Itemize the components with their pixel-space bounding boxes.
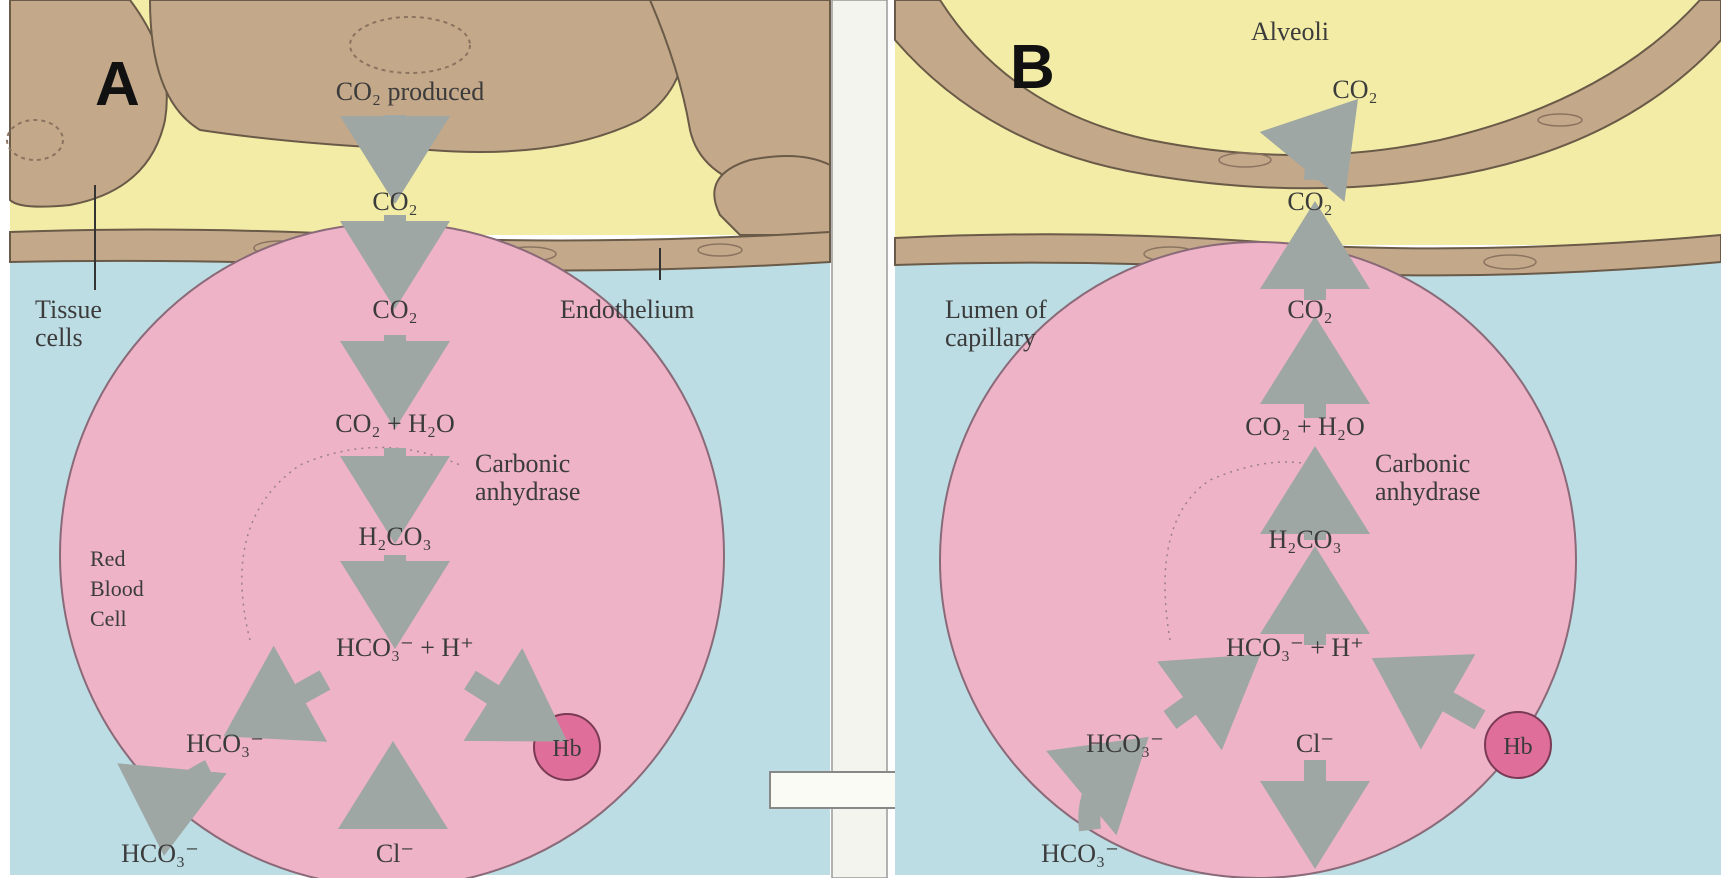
co2-alveolus-label: CO₂ bbox=[1332, 75, 1377, 104]
reaction-co2-h2o: CO₂ + H₂O bbox=[1245, 412, 1364, 441]
rbc-label: Cell bbox=[90, 606, 127, 631]
h2co3-label: H₂CO₃ bbox=[358, 522, 431, 551]
endothelium-label: Endothelium bbox=[560, 295, 694, 324]
co2-wall-label: CO₂ bbox=[1287, 187, 1332, 216]
co2-lumen-label: CO₂ bbox=[372, 295, 417, 324]
carbonic-anhydrase-label: Carbonic bbox=[475, 449, 570, 478]
alveoli-label: Alveoli bbox=[1251, 17, 1329, 46]
cl-out-label: Cl⁻ bbox=[376, 839, 414, 868]
lumen-label: Lumen of bbox=[945, 295, 1047, 324]
panel-b: B Alveoli CO₂ CO₂ Lumen of capillary CO₂… bbox=[895, 0, 1721, 878]
hb-label: Hb bbox=[1503, 734, 1532, 760]
hb-label: Hb bbox=[552, 736, 581, 762]
tissue-cells-label: Tissue bbox=[35, 295, 102, 324]
rbc-label: Red bbox=[90, 546, 125, 571]
panel-a: A CO₂ produced CO₂ Tissue cells CO₂ Endo… bbox=[7, 0, 830, 878]
carbonic-anhydrase-label: anhydrase bbox=[1375, 477, 1480, 506]
panel-label-b: B bbox=[1010, 33, 1055, 102]
carbonic-anhydrase-label: anhydrase bbox=[475, 477, 580, 506]
panel-label-a: A bbox=[95, 50, 140, 119]
h2co3-label: H₂CO₃ bbox=[1268, 525, 1341, 554]
cl-in-cell-label: Cl⁻ bbox=[1296, 729, 1334, 758]
tissue-cells-label: cells bbox=[35, 323, 83, 352]
panel-divider bbox=[832, 0, 887, 878]
co2-lumen-label: CO₂ bbox=[1287, 295, 1332, 324]
hco3-out-label: HCO₃⁻ bbox=[1041, 839, 1119, 868]
reaction-co2-h2o: CO₂ + H₂O bbox=[335, 409, 454, 438]
hco3-in-cell-label: HCO₃⁻ bbox=[1086, 729, 1164, 758]
co2-produced-label: CO₂ produced bbox=[336, 77, 484, 106]
hco3-in-cell-label: HCO₃⁻ bbox=[186, 729, 264, 758]
lumen-label: capillary bbox=[945, 323, 1036, 352]
hco3-h-label: HCO₃⁻ + H⁺ bbox=[1226, 633, 1364, 662]
hco3-h-label: HCO₃⁻ + H⁺ bbox=[336, 633, 474, 662]
carbonic-anhydrase-label: Carbonic bbox=[1375, 449, 1470, 478]
rbc-label: Blood bbox=[90, 576, 144, 601]
hco3-out-label: HCO₃⁻ bbox=[121, 839, 199, 868]
co2-tissue-label: CO₂ bbox=[372, 187, 417, 216]
